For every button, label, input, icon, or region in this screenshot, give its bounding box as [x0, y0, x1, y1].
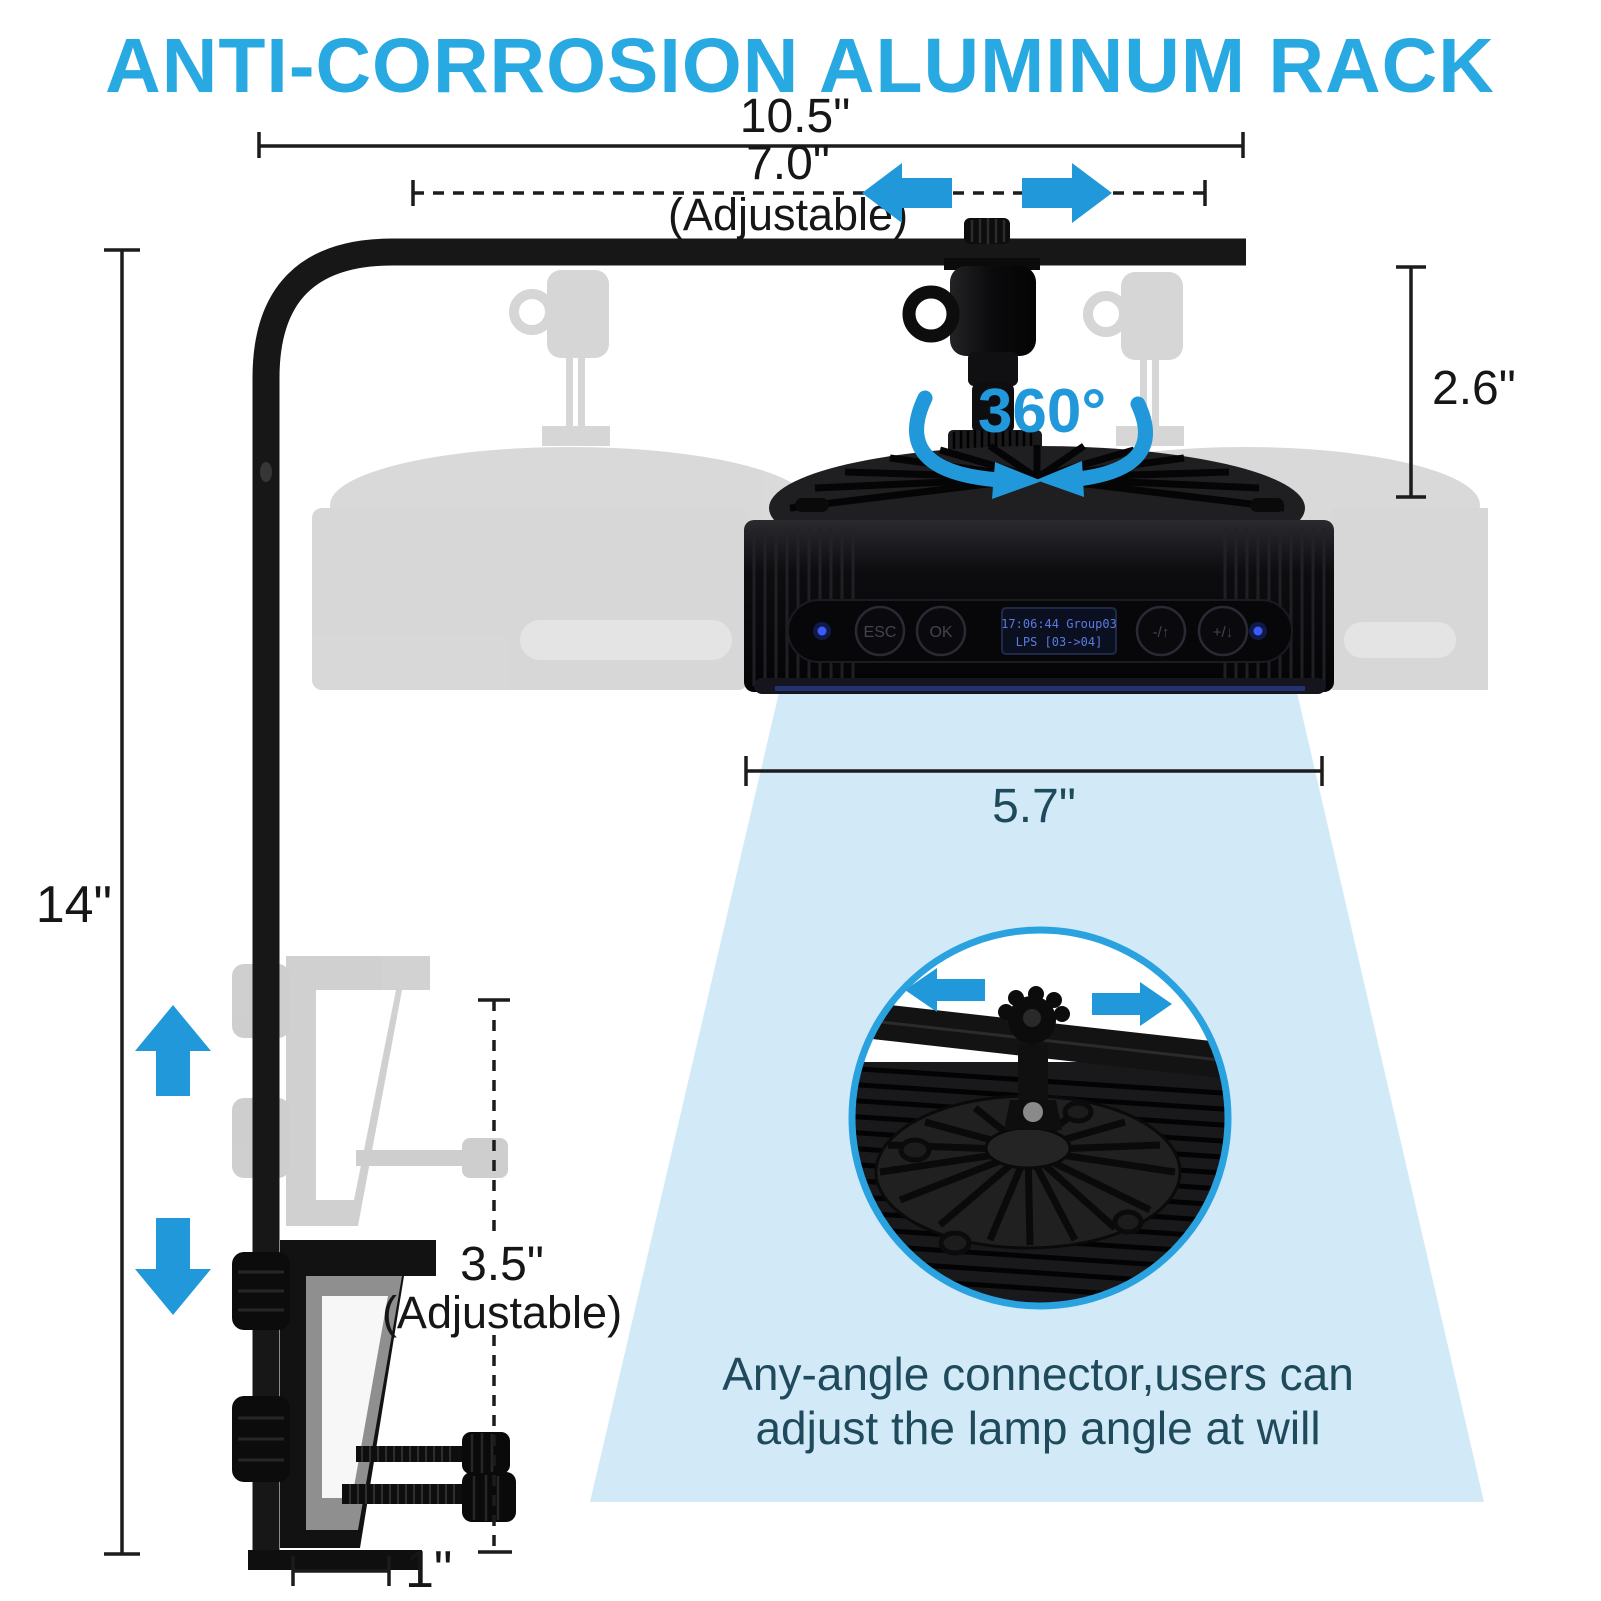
clamp-width-label: 1": [405, 1541, 452, 1599]
dimension-clamp-width: 1": [291, 1541, 452, 1599]
plus-down-button: +/↓: [1213, 624, 1233, 641]
rotate-right-arc-icon: [1070, 396, 1153, 487]
dimension-top-width: 10.5": [257, 90, 1245, 158]
rotate-right-arrowhead-icon: [1036, 461, 1084, 497]
clamp-adjustable-label: 3.5": [460, 1238, 544, 1291]
plus-down-button-ring: [1197, 605, 1249, 657]
tank-clamp: [232, 1240, 516, 1570]
inset-right-arrow-icon: [1092, 982, 1172, 1026]
lamp-glow-line: [775, 686, 1305, 691]
status-led-right-core: [1253, 626, 1263, 636]
caption-line1: Any-angle connector,users can: [722, 1348, 1354, 1400]
inset-ball: [1023, 1102, 1043, 1122]
inset-screw-hole: [1112, 1209, 1144, 1235]
mounting-arm: [252, 238, 1246, 1566]
ball-head-connector: [902, 218, 1042, 466]
esc-button-ring: [854, 605, 906, 657]
clamp-bracket-cutout: [322, 1296, 388, 1498]
inset-knob: [998, 986, 1070, 1044]
slide-left-arrow-icon: [862, 163, 952, 223]
clamp-screw-head-upper: [462, 1432, 510, 1474]
height-up-arrow-icon: [135, 1005, 211, 1096]
ok-button-ring: [915, 605, 967, 657]
rotation-callout: 360°: [909, 377, 1153, 499]
lamp-width-label: 5.7": [992, 780, 1076, 833]
rotate-left-arc-icon: [909, 390, 1008, 488]
inset-border: [848, 926, 1232, 1310]
fan-fins: [789, 443, 1285, 512]
top-width-label: 10.5": [740, 90, 850, 143]
rotation-label: 360°: [978, 377, 1106, 446]
height-down-arrow-icon: [135, 1218, 211, 1315]
inset-screw-hole: [938, 1230, 972, 1256]
lcd-line2: LPS [03->04]: [1016, 635, 1103, 649]
dimension-lamp-width: 5.7": [744, 756, 1324, 833]
dimension-connector-height: 2.6": [1396, 265, 1516, 499]
arm-hole: [260, 462, 272, 482]
led-lamp: ESC OK 17:06:44 Group03 LPS [03->04] -/↑…: [744, 443, 1334, 694]
lcd-line1: 17:06:44 Group03: [1001, 617, 1117, 631]
inset-stem: [1018, 1044, 1048, 1102]
caption-line2: adjust the lamp angle at will: [755, 1402, 1320, 1454]
slide-right-arrow-icon: [1022, 163, 1112, 223]
minus-up-button-ring: [1135, 605, 1187, 657]
minus-up-button: -/↑: [1153, 624, 1170, 641]
dimension-clamp-adjustable: 3.5" (Adjustable): [382, 998, 622, 1554]
dimension-pole-height: 14": [36, 248, 140, 1556]
inset-left-arrow-icon: [905, 968, 985, 1012]
clamp-base: [248, 1550, 422, 1570]
page-title: ANTI-CORROSION ALUMINUM RACK: [105, 23, 1495, 109]
lcd-display: [1001, 607, 1117, 655]
esc-button: ESC: [864, 624, 897, 641]
ghost-lamp-left: [312, 270, 810, 690]
inset-screw-hole: [898, 1137, 932, 1163]
pole-height-label: 14": [36, 876, 112, 934]
thumb-screw-ring: [902, 285, 960, 343]
rotate-left-arrowhead-icon: [992, 462, 1042, 499]
connector-height-label: 2.6": [1432, 362, 1516, 415]
clamp-screw-head-lower: [462, 1472, 516, 1522]
clamp-adjustable-note: (Adjustable): [382, 1287, 622, 1338]
ok-button: OK: [929, 624, 952, 641]
inset-disc-hub: [984, 1126, 1072, 1170]
clamp-screw-lower: [342, 1484, 466, 1504]
dimension-arm-adjustable: 7.0" (Adjustable): [411, 137, 1207, 240]
inset-screw-hole: [1062, 1100, 1094, 1124]
arm-adjustable-label: 7.0": [746, 137, 830, 190]
status-led-left-core: [817, 626, 827, 636]
